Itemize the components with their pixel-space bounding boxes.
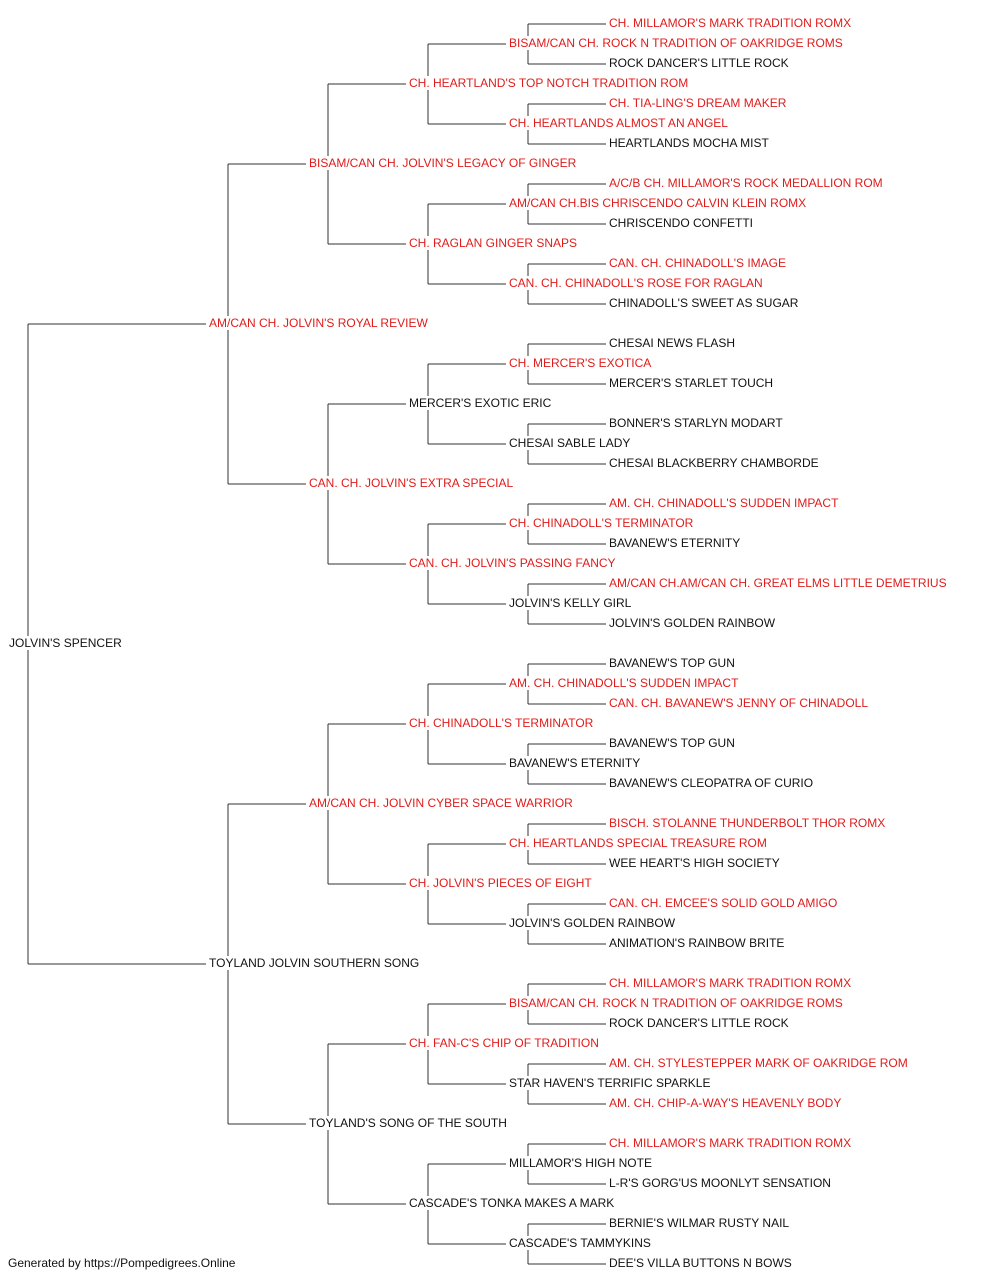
pedigree-node-dam-gen4: STAR HAVEN'S TERRIFIC SPARKLE — [508, 1076, 712, 1090]
pedigree-node-dam-gen5: WEE HEART'S HIGH SOCIETY — [608, 856, 781, 870]
pedigree-node-sire-gen4: CH. HEARTLANDS SPECIAL TREASURE ROM — [508, 836, 768, 850]
pedigree-node-dam-gen5: ROCK DANCER'S LITTLE ROCK — [608, 56, 790, 70]
pedigree-node-sire-gen3: CH. CHINADOLL'S TERMINATOR — [408, 716, 595, 730]
pedigree-node-sire-gen1: AM/CAN CH. JOLVIN'S ROYAL REVIEW — [208, 316, 429, 330]
pedigree-node-dam-gen5: MERCER'S STARLET TOUCH — [608, 376, 775, 390]
pedigree-node-subject-gen0: JOLVIN'S SPENCER — [8, 636, 123, 650]
pedigree-node-sire-gen3: CH. HEARTLAND'S TOP NOTCH TRADITION ROM — [408, 76, 690, 90]
pedigree-node-sire-gen4: MILLAMOR'S HIGH NOTE — [508, 1156, 653, 1170]
pedigree-node-dam-gen5: ANIMATION'S RAINBOW BRITE — [608, 936, 786, 950]
pedigree-node-sire-gen5: CHESAI NEWS FLASH — [608, 336, 737, 350]
pedigree-node-dam-gen5: JOLVIN'S GOLDEN RAINBOW — [608, 616, 777, 630]
pedigree-node-sire-gen5: BAVANEW'S TOP GUN — [608, 736, 736, 750]
pedigree-node-sire-gen5: CH. MILLAMOR'S MARK TRADITION ROMX — [608, 1136, 853, 1150]
pedigree-node-dam-gen4: CH. HEARTLANDS ALMOST AN ANGEL — [508, 116, 729, 130]
pedigree-node-dam-gen5: BAVANEW'S CLEOPATRA OF CURIO — [608, 776, 815, 790]
pedigree-node-sire-gen5: BAVANEW'S TOP GUN — [608, 656, 736, 670]
pedigree-node-sire-gen5: AM. CH. STYLESTEPPER MARK OF OAKRIDGE RO… — [608, 1056, 909, 1070]
pedigree-node-dam-gen2: TOYLAND'S SONG OF THE SOUTH — [308, 1116, 508, 1130]
pedigree-node-dam-gen5: AM. CH. CHIP-A-WAY'S HEAVENLY BODY — [608, 1096, 843, 1110]
pedigree-node-dam-gen5: ROCK DANCER'S LITTLE ROCK — [608, 1016, 790, 1030]
pedigree-node-dam-gen4: JOLVIN'S KELLY GIRL — [508, 596, 633, 610]
pedigree-node-sire-gen4: BISAM/CAN CH. ROCK N TRADITION OF OAKRID… — [508, 36, 844, 50]
pedigree-node-dam-gen3: CASCADE'S TONKA MAKES A MARK — [408, 1196, 616, 1210]
pedigree-node-sire-gen5: AM/CAN CH.AM/CAN CH. GREAT ELMS LITTLE D… — [608, 576, 948, 590]
pedigree-node-dam-gen3: CAN. CH. JOLVIN'S PASSING FANCY — [408, 556, 617, 570]
pedigree-node-sire-gen5: BERNIE'S WILMAR RUSTY NAIL — [608, 1216, 791, 1230]
pedigree-node-sire-gen5: CH. MILLAMOR'S MARK TRADITION ROMX — [608, 976, 853, 990]
pedigree-node-dam-gen4: CAN. CH. CHINADOLL'S ROSE FOR RAGLAN — [508, 276, 764, 290]
pedigree-node-dam-gen5: CHINADOLL'S SWEET AS SUGAR — [608, 296, 800, 310]
pedigree-node-sire-gen4: CH. MERCER'S EXOTICA — [508, 356, 653, 370]
pedigree-node-sire-gen2: AM/CAN CH. JOLVIN CYBER SPACE WARRIOR — [308, 796, 574, 810]
pedigree-node-sire-gen4: BISAM/CAN CH. ROCK N TRADITION OF OAKRID… — [508, 996, 844, 1010]
pedigree-node-sire-gen5: CH. TIA-LING'S DREAM MAKER — [608, 96, 788, 110]
pedigree-node-dam-gen3: CH. RAGLAN GINGER SNAPS — [408, 236, 579, 250]
pedigree-node-dam-gen4: CASCADE'S TAMMYKINS — [508, 1236, 652, 1250]
pedigree-node-sire-gen3: MERCER'S EXOTIC ERIC — [408, 396, 553, 410]
pedigree-node-dam-gen4: JOLVIN'S GOLDEN RAINBOW — [508, 916, 677, 930]
pedigree-node-sire-gen5: BISCH. STOLANNE THUNDERBOLT THOR ROMX — [608, 816, 887, 830]
pedigree-node-dam-gen5: CHESAI BLACKBERRY CHAMBORDE — [608, 456, 820, 470]
pedigree-node-sire-gen4: CH. CHINADOLL'S TERMINATOR — [508, 516, 695, 530]
pedigree-node-dam-gen1: TOYLAND JOLVIN SOUTHERN SONG — [208, 956, 421, 970]
pedigree-node-dam-gen5: CHRISCENDO CONFETTI — [608, 216, 754, 230]
pedigree-node-sire-gen5: CH. MILLAMOR'S MARK TRADITION ROMX — [608, 16, 853, 30]
pedigree-node-sire-gen2: BISAM/CAN CH. JOLVIN'S LEGACY OF GINGER — [308, 156, 578, 170]
pedigree-node-sire-gen3: CH. FAN-C'S CHIP OF TRADITION — [408, 1036, 600, 1050]
pedigree-node-dam-gen4: CHESAI SABLE LADY — [508, 436, 632, 450]
pedigree-node-sire-gen4: AM. CH. CHINADOLL'S SUDDEN IMPACT — [508, 676, 740, 690]
pedigree-node-dam-gen5: BAVANEW'S ETERNITY — [608, 536, 742, 550]
pedigree-node-sire-gen5: BONNER'S STARLYN MODART — [608, 416, 784, 430]
pedigree-node-dam-gen4: BAVANEW'S ETERNITY — [508, 756, 642, 770]
pedigree-node-dam-gen5: L-R'S GORG'US MOONLYT SENSATION — [608, 1176, 832, 1190]
pedigree-node-dam-gen5: DEE'S VILLA BUTTONS N BOWS — [608, 1256, 793, 1270]
pedigree-node-sire-gen5: AM. CH. CHINADOLL'S SUDDEN IMPACT — [608, 496, 840, 510]
pedigree-node-dam-gen5: CAN. CH. BAVANEW'S JENNY OF CHINADOLL — [608, 696, 870, 710]
pedigree-node-dam-gen3: CH. JOLVIN'S PIECES OF EIGHT — [408, 876, 593, 890]
pedigree-node-dam-gen2: CAN. CH. JOLVIN'S EXTRA SPECIAL — [308, 476, 515, 490]
pedigree-node-sire-gen5: CAN. CH. CHINADOLL'S IMAGE — [608, 256, 787, 270]
pedigree-node-sire-gen5: A/C/B CH. MILLAMOR'S ROCK MEDALLION ROM — [608, 176, 884, 190]
pedigree-node-sire-gen5: CAN. CH. EMCEE'S SOLID GOLD AMIGO — [608, 896, 839, 910]
footer-credit: Generated by https://Pompedigrees.Online — [8, 1256, 236, 1270]
pedigree-node-sire-gen4: AM/CAN CH.BIS CHRISCENDO CALVIN KLEIN RO… — [508, 196, 808, 210]
pedigree-node-dam-gen5: HEARTLANDS MOCHA MIST — [608, 136, 770, 150]
